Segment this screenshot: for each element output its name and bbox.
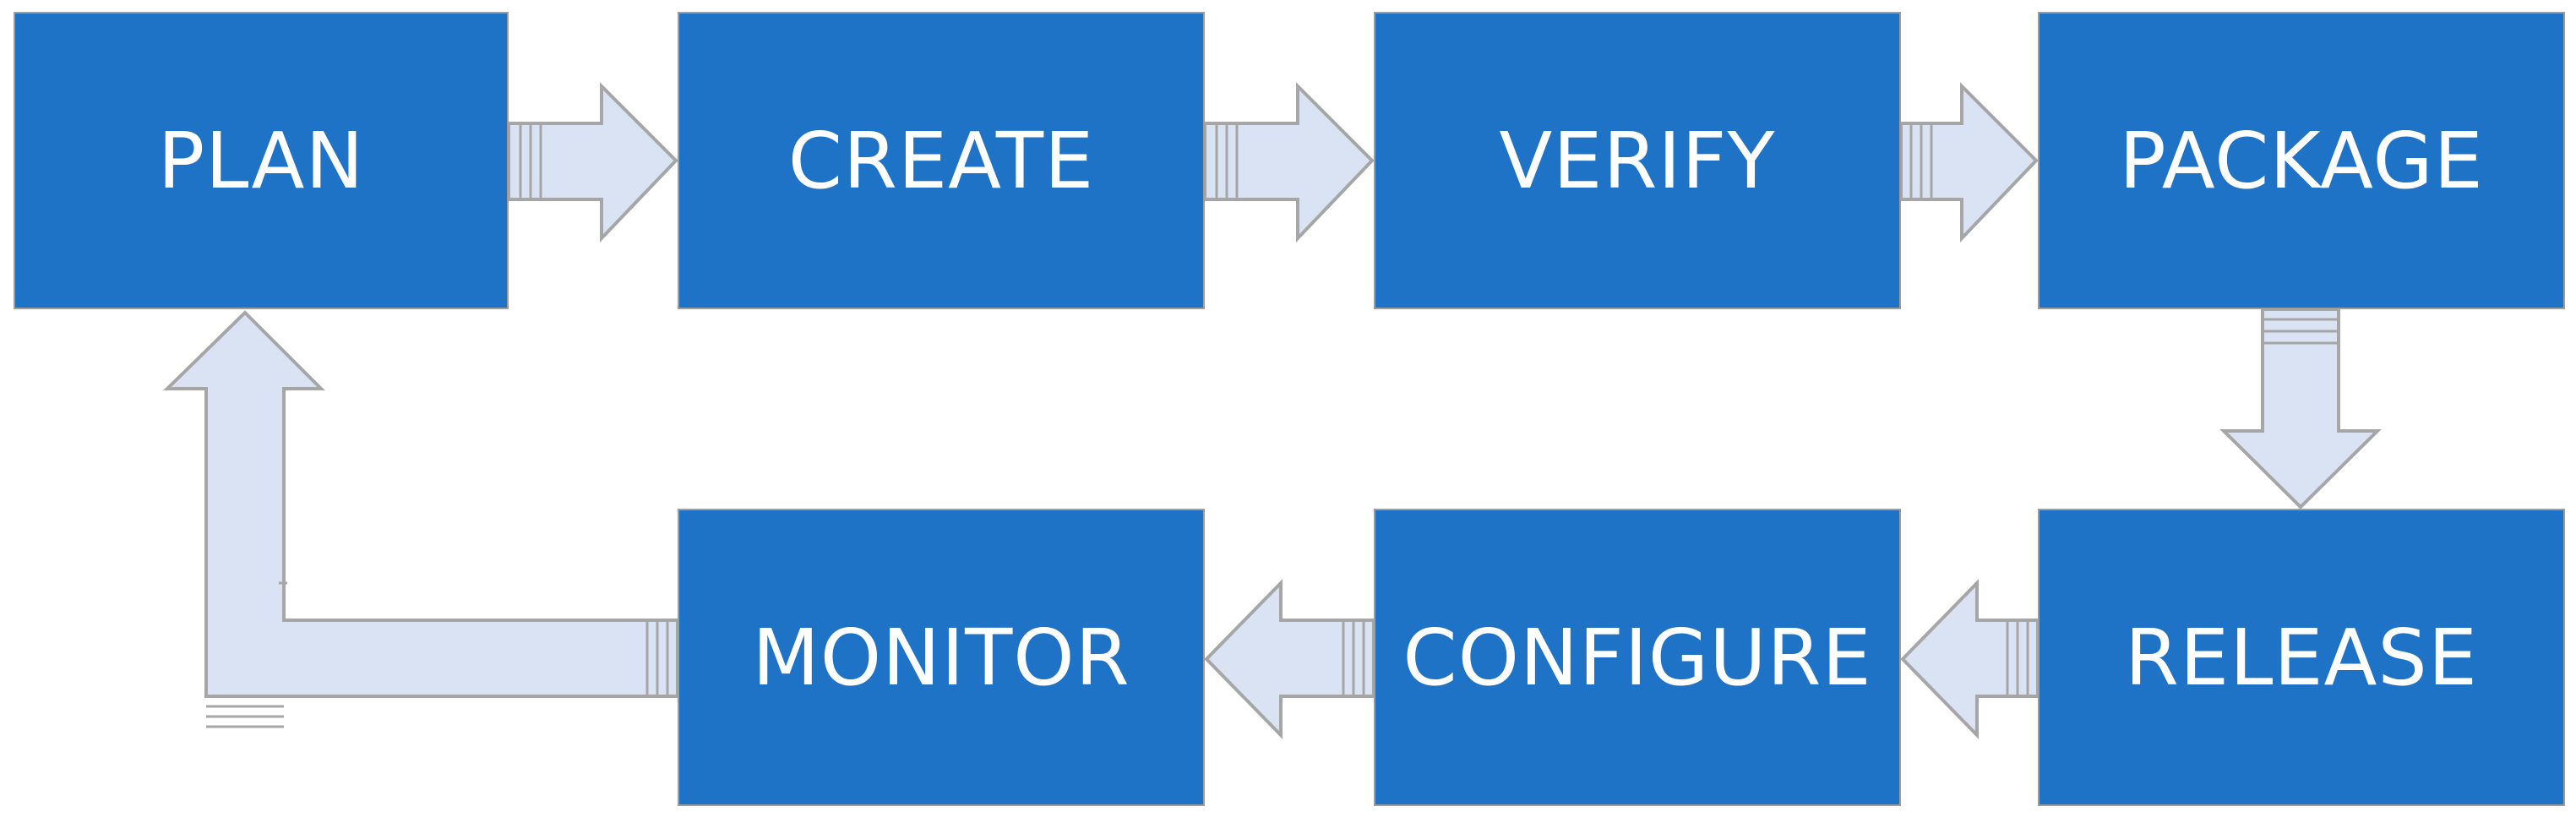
arrow-package-to-release bbox=[2219, 308, 2382, 510]
step-label: CONFIGURE bbox=[1402, 612, 1872, 703]
arrow-monitor-to-plan bbox=[163, 310, 679, 728]
arrow-plan-to-create bbox=[507, 82, 678, 243]
arrow-left-shape bbox=[1204, 579, 1375, 739]
step-release-box: RELEASE bbox=[2038, 509, 2565, 806]
step-configure-box: CONFIGURE bbox=[1374, 509, 1901, 806]
arrow-right-shape bbox=[1203, 82, 1375, 243]
arrow-bent-up-shape bbox=[163, 310, 679, 698]
step-label: VERIFY bbox=[1499, 115, 1776, 206]
arrow-right-shape bbox=[507, 82, 678, 243]
step-verify-box: VERIFY bbox=[1374, 12, 1901, 309]
arrow-release-to-configure bbox=[1900, 579, 2040, 739]
arrow-down-shape bbox=[2219, 308, 2382, 510]
step-label: PLAN bbox=[157, 115, 365, 206]
step-monitor-box: MONITOR bbox=[678, 509, 1205, 806]
arrow-configure-to-monitor bbox=[1204, 579, 1375, 739]
step-label: CREATE bbox=[787, 115, 1095, 206]
step-label: PACKAGE bbox=[2119, 115, 2484, 206]
step-label: RELEASE bbox=[2125, 612, 2478, 703]
step-package-box: PACKAGE bbox=[2038, 12, 2565, 309]
step-label: MONITOR bbox=[752, 612, 1130, 703]
step-create-box: CREATE bbox=[678, 12, 1205, 309]
step-plan-box: PLAN bbox=[14, 12, 509, 309]
arrow-verify-to-package bbox=[1899, 82, 2039, 243]
arrow-create-to-verify bbox=[1203, 82, 1375, 243]
